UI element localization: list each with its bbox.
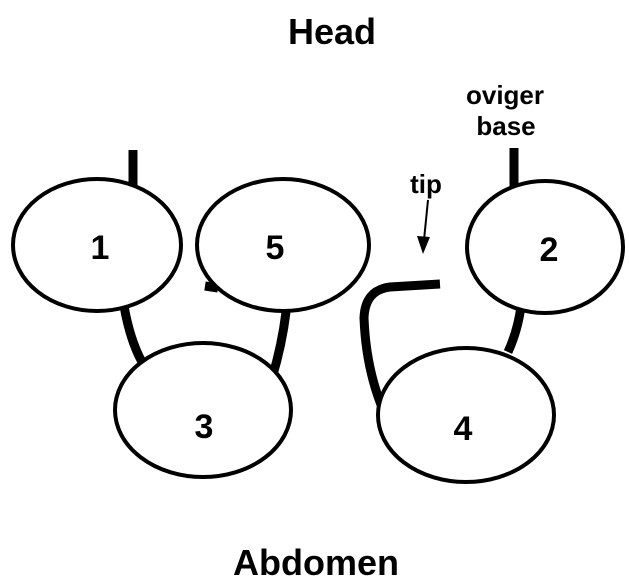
node-3-label: 3 — [195, 408, 214, 446]
tip-label: tip — [410, 169, 442, 199]
oviger-hook-4 — [359, 279, 441, 414]
tip-arrow-head-icon — [417, 236, 430, 254]
node-2-label: 2 — [540, 231, 559, 269]
node-3-ellipse — [113, 341, 293, 479]
oviger-label-line2: base — [476, 111, 535, 141]
title-head: Head — [288, 11, 376, 52]
node-4-label: 4 — [454, 410, 473, 448]
link-2-4 — [503, 305, 526, 354]
node-5-label: 5 — [266, 229, 285, 267]
node-1-label: 1 — [91, 229, 110, 267]
oviger-label-line1: oviger — [466, 80, 544, 110]
title-abdomen: Abdomen — [233, 542, 399, 581]
node-4-ellipse — [376, 346, 556, 484]
node-1-ellipse — [11, 177, 183, 313]
node-5-ellipse — [195, 177, 371, 313]
tip-arrow-shaft — [423, 199, 429, 241]
link-1-3 — [119, 305, 146, 365]
node-2-ellipse — [465, 179, 625, 315]
